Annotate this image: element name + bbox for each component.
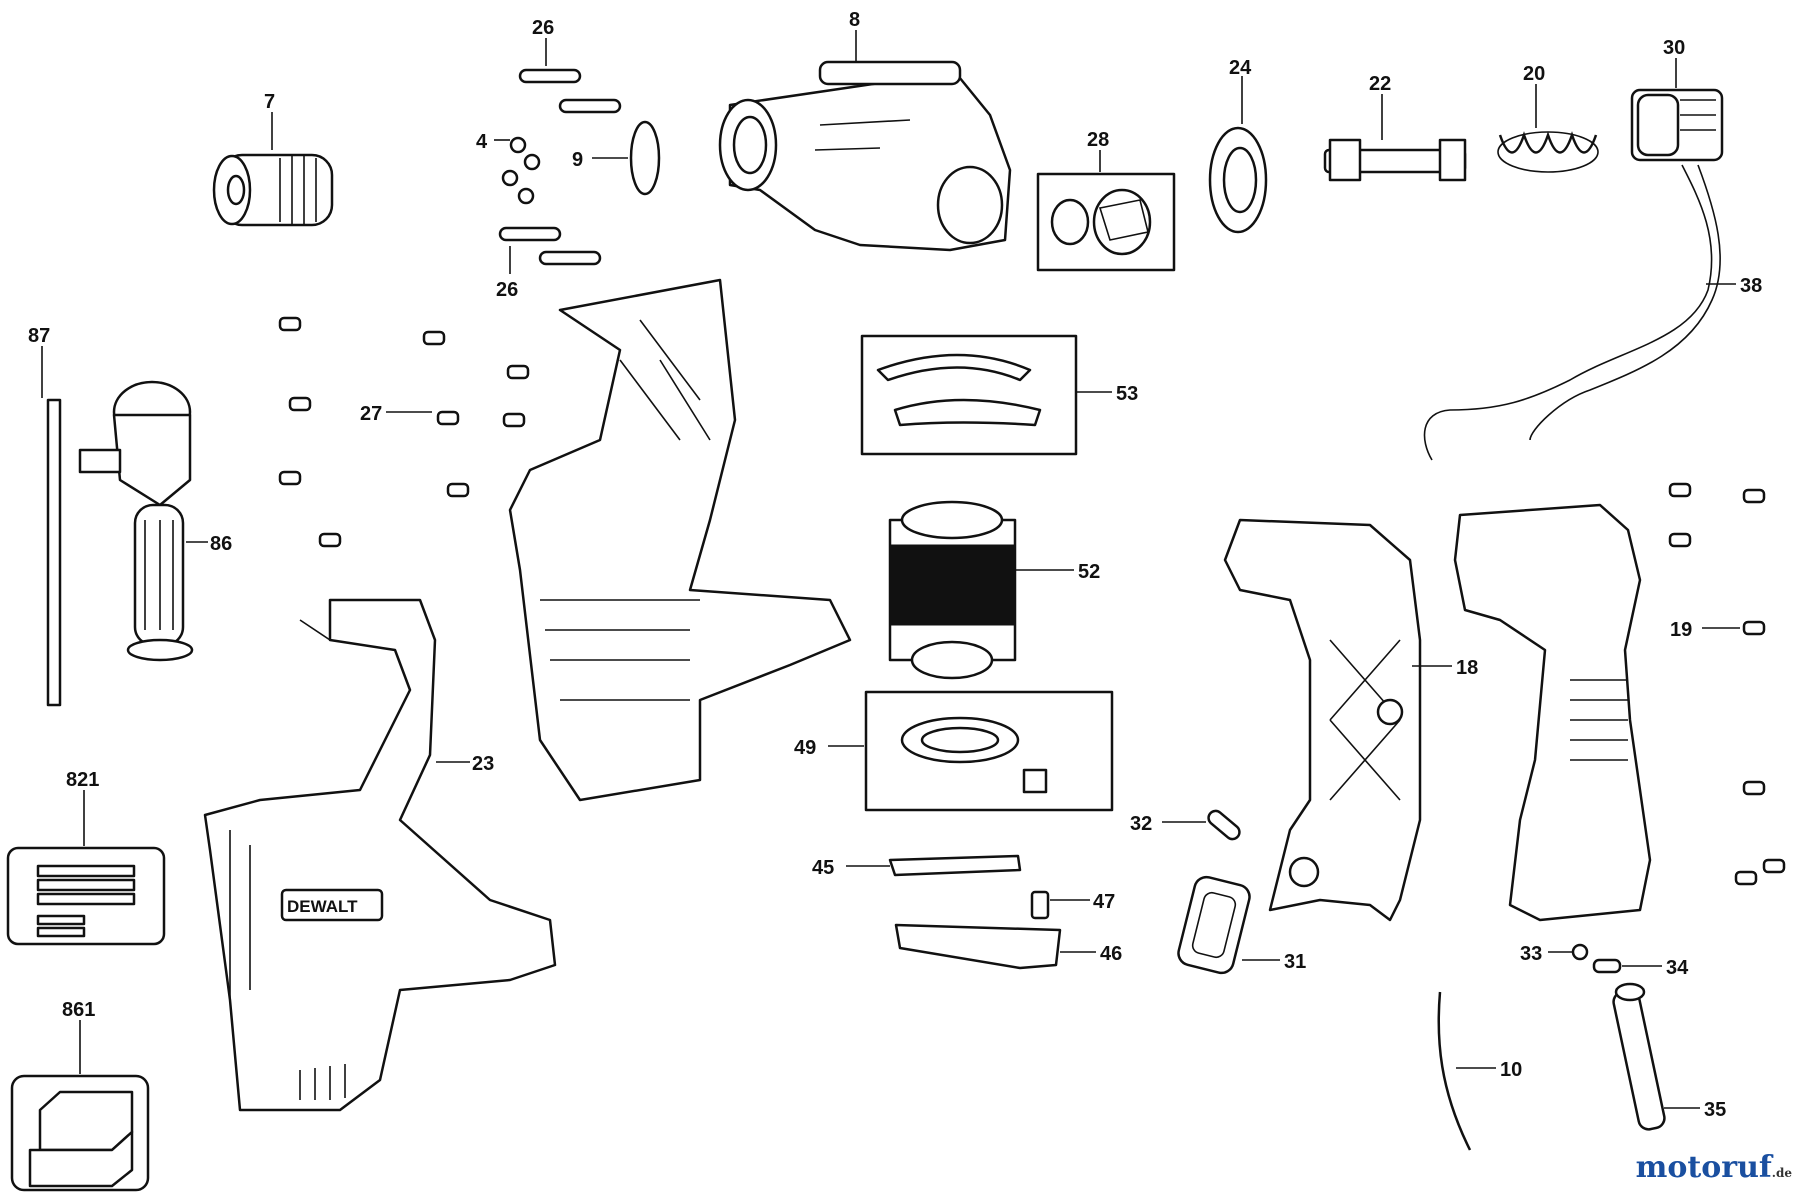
- callout-18: 18: [1456, 657, 1478, 679]
- part-screw-33: [1571, 943, 1589, 961]
- part-clamp-34: [1592, 958, 1622, 974]
- watermark: motoruf.de: [1636, 1150, 1792, 1185]
- part-o-ring: [629, 120, 661, 196]
- callout-24: 24: [1229, 57, 1252, 79]
- callout-4: 4: [476, 131, 488, 153]
- callout-26-top: 26: [532, 17, 554, 39]
- callout-49: 49: [794, 737, 816, 759]
- part-label-sheet: [6, 846, 166, 946]
- callout-26-bottom: 26: [496, 279, 518, 301]
- part-screws-19: [1668, 482, 1786, 886]
- callout-861: 861: [62, 999, 95, 1021]
- part-screws-26-bottom: [498, 226, 602, 266]
- callout-19: 19: [1670, 619, 1692, 641]
- brand-logo: DEWALT: [287, 897, 358, 916]
- part-depth-rod: [46, 398, 62, 707]
- part-pin: [1207, 809, 1241, 841]
- callout-35: 35: [1704, 1099, 1726, 1121]
- callout-8: 8: [849, 9, 860, 31]
- callout-53: 53: [1116, 383, 1138, 405]
- part-brush-holder-kit: [864, 690, 1114, 812]
- part-side-handle: [78, 380, 194, 662]
- part-baffle-kit: [860, 334, 1078, 456]
- watermark-domain: .de: [1771, 1166, 1792, 1180]
- part-damper: [1177, 875, 1251, 975]
- part-balls: [501, 136, 541, 205]
- callout-10: 10: [1500, 1059, 1522, 1081]
- part-field-stator: [888, 500, 1017, 680]
- callout-52: 52: [1078, 561, 1100, 583]
- part-carry-case: [10, 1074, 150, 1192]
- part-handle-half-left: [1223, 518, 1422, 922]
- callout-34: 34: [1666, 957, 1689, 979]
- callout-7: 7: [264, 91, 275, 113]
- callout-9: 9: [572, 149, 583, 171]
- callout-31: 31: [1284, 951, 1306, 973]
- part-intermediate-shaft: [1323, 138, 1467, 182]
- part-handle-half-right: [1453, 503, 1652, 922]
- part-mode-selector-kit: [1036, 172, 1176, 272]
- callout-47: 47: [1093, 891, 1115, 913]
- part-brush-holder-46: [894, 923, 1062, 970]
- part-chuck: [212, 153, 334, 227]
- part-switch: [1630, 88, 1724, 162]
- part-screws-26-top: [518, 68, 622, 114]
- part-wires: [1423, 164, 1721, 461]
- callout-33: 33: [1520, 943, 1542, 965]
- part-screws-27: [278, 316, 530, 548]
- part-center-frame: [508, 278, 852, 802]
- callout-20: 20: [1523, 63, 1545, 85]
- callout-86: 86: [210, 533, 232, 555]
- callout-45: 45: [812, 857, 834, 879]
- callout-821: 821: [66, 769, 99, 791]
- callout-87: 87: [28, 325, 50, 347]
- part-seal: [1208, 126, 1268, 234]
- part-gear-housing: [718, 60, 1012, 252]
- callout-30: 30: [1663, 37, 1685, 59]
- part-brush-spring-45: [888, 854, 1022, 877]
- part-left-housing-shell: DEWALT: [203, 598, 557, 1112]
- callout-46: 46: [1100, 943, 1122, 965]
- callout-38: 38: [1740, 275, 1762, 297]
- watermark-text: motoruf: [1635, 1150, 1772, 1185]
- callout-28: 28: [1087, 129, 1109, 151]
- part-spring: [1497, 131, 1599, 173]
- callout-22: 22: [1369, 73, 1391, 95]
- callout-27: 27: [360, 403, 382, 425]
- part-power-cord: [1437, 991, 1472, 1151]
- callout-23: 23: [472, 753, 494, 775]
- part-brush-47: [1030, 890, 1050, 920]
- part-cord-guard: [1612, 982, 1666, 1131]
- callout-32: 32: [1130, 813, 1152, 835]
